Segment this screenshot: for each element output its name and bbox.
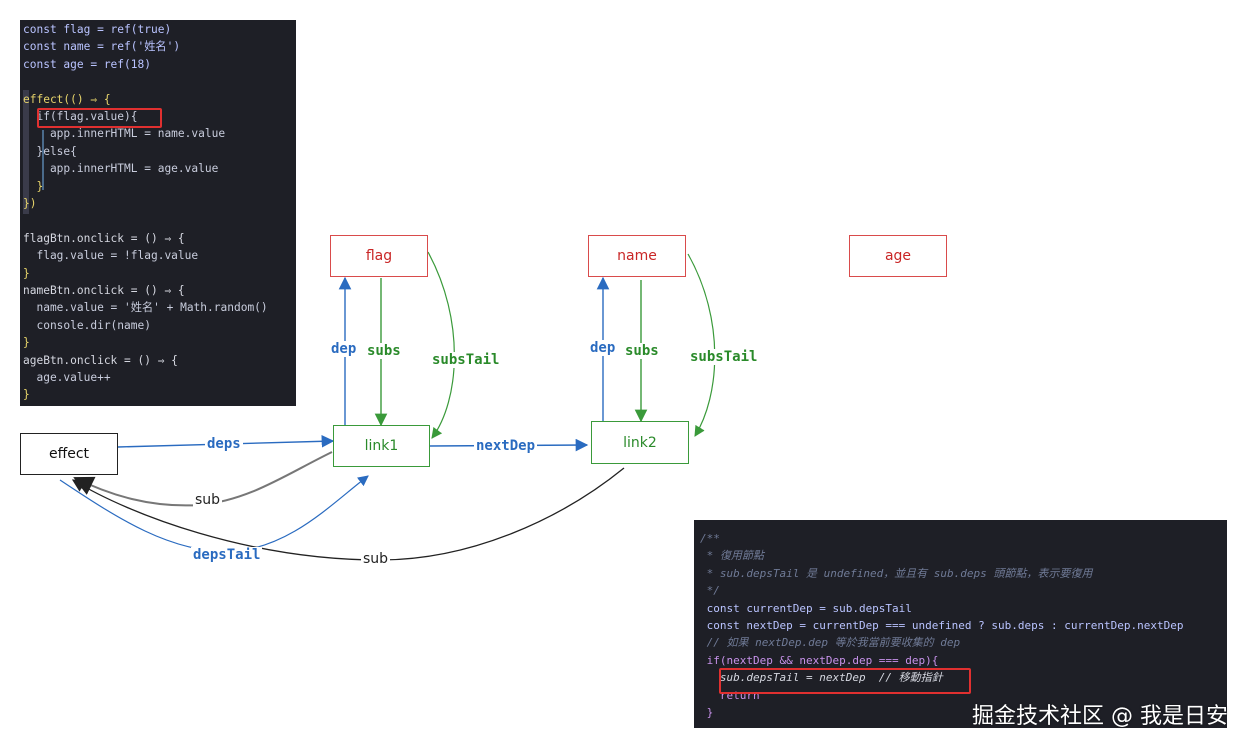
edge-substail-name-link2 xyxy=(687,253,716,437)
label-deps: deps xyxy=(205,436,243,452)
highlight-depstail xyxy=(719,668,971,694)
code-line: app.innerHTML = name.value xyxy=(23,127,226,141)
label-subs-1: subs xyxy=(365,343,403,359)
code-line: const name = ref('姓名') xyxy=(23,40,181,54)
code-line: const nextDep = currentDep === undefined… xyxy=(700,619,1184,632)
code-line: } xyxy=(23,336,30,350)
label-sub-2: sub xyxy=(361,551,391,567)
indent-guide xyxy=(42,130,44,190)
label-subs-2: subs xyxy=(623,343,661,359)
code-line: flagBtn.onclick = () ⇒ { xyxy=(23,231,185,245)
node-effect: effect xyxy=(20,433,118,475)
code-snippet-reuse: /** * 復用節點 * sub.depsTail 是 undefined，並且… xyxy=(694,520,1227,728)
code-line: } xyxy=(23,266,30,280)
label-substail-2: subsTail xyxy=(688,349,760,365)
code-line: app.innerHTML = age.value xyxy=(23,162,219,176)
edge-sub-link2-effect xyxy=(71,467,625,561)
edge-depstail-effect-link1 xyxy=(59,475,369,553)
label-substail-1: subsTail xyxy=(430,352,502,368)
code-line: } xyxy=(23,179,44,193)
code-line: sub.depsTail = nextDep // 移動指針 xyxy=(700,671,943,685)
code-line: return xyxy=(700,688,760,702)
watermark: 掘金技术社区 @ 我是日安 xyxy=(972,704,1228,729)
label-dep-2: dep xyxy=(588,340,618,356)
node-name: name xyxy=(588,235,686,277)
code-line: name.value = '姓名' + Math.random() xyxy=(23,301,268,315)
code-line: * 復用節點 xyxy=(700,549,764,563)
code-line: if(flag.value){ xyxy=(23,110,138,123)
code-line: console.dir(name) xyxy=(23,318,151,332)
label-depstail: depsTail xyxy=(191,547,263,563)
code-snippet-effect: const flag = ref(true) const name = ref('… xyxy=(20,20,296,406)
code-line: } xyxy=(700,706,714,719)
indent-guide xyxy=(23,90,29,214)
code-line: const flag = ref(true) xyxy=(23,23,172,36)
code-line: const age = ref(18) xyxy=(23,57,151,71)
code-line: if(nextDep && nextDep.dep === dep){ xyxy=(700,653,939,667)
code-line: flag.value = !flag.value xyxy=(23,249,199,263)
label-dep-1: dep xyxy=(329,341,359,357)
label-nextdep: nextDep xyxy=(474,438,538,454)
label-sub-1: sub xyxy=(193,492,223,508)
code-line: ageBtn.onclick = () ⇒ { xyxy=(23,353,178,367)
code-line: /** xyxy=(700,532,720,545)
code-line: const currentDep = sub.depsTail xyxy=(700,601,912,615)
node-link2: link2 xyxy=(591,421,689,464)
code-line: age.value++ xyxy=(23,371,111,384)
code-line: * sub.depsTail 是 undefined，並且有 sub.deps … xyxy=(700,566,1093,580)
code-line: nameBtn.onclick = () ⇒ { xyxy=(23,284,185,297)
code-line: } xyxy=(23,388,30,402)
code-line: }else{ xyxy=(23,144,77,158)
node-flag: flag xyxy=(330,235,428,277)
edge-substail-flag-link1 xyxy=(427,251,455,439)
node-age: age xyxy=(849,235,947,277)
highlight-if-flag xyxy=(37,108,162,128)
code-line: */ xyxy=(700,584,720,598)
code-line: }) xyxy=(23,197,37,210)
node-link1: link1 xyxy=(333,425,430,467)
code-line: // 如果 nextDep.dep 等於我當前要收集的 dep xyxy=(700,636,961,650)
code-line: effect(() ⇒ { xyxy=(23,92,111,106)
